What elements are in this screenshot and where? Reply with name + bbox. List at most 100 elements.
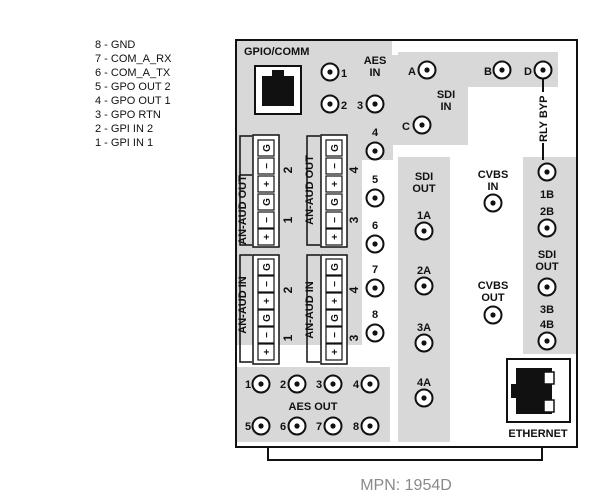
terminal-block-in-left[interactable]: G − + G − + <box>252 254 280 365</box>
aes-in-4-connector[interactable] <box>365 141 385 161</box>
cvbs-out-label: OUT <box>481 292 505 304</box>
aes-out-6-connector[interactable] <box>287 416 307 436</box>
terminal-symbol: G <box>330 198 341 206</box>
sdi-out-2a-connector[interactable] <box>414 276 434 296</box>
sdi-out-num: 2B <box>540 206 554 218</box>
an-aud-in-section: AN-AUD IN AN-AUD IN <box>237 254 320 363</box>
pinout-line: 4 - GPO OUT 1 <box>95 95 171 107</box>
aes-in-num: 1 <box>341 68 347 80</box>
terminal-symbol: − <box>330 163 341 169</box>
aes-in-num: 7 <box>372 264 378 276</box>
aes-out-num: 2 <box>280 379 286 391</box>
sdi-in-a-connector[interactable] <box>417 60 437 80</box>
pinout-line: 3 - GPO RTN <box>95 109 161 121</box>
cvbs-in-connector[interactable] <box>483 193 503 213</box>
aes-in-label: IN <box>370 67 381 79</box>
sdi-out-3a-connector[interactable] <box>414 333 434 353</box>
terminal-block-in-right[interactable]: G − + G − + <box>320 254 348 365</box>
aes-out-num: 3 <box>316 379 322 391</box>
pinout-line: 5 - GPO OUT 2 <box>95 81 171 93</box>
terminal-symbol: − <box>262 217 273 223</box>
sdi-out-4a-connector[interactable] <box>414 388 434 408</box>
aes-out-4-connector[interactable] <box>360 374 380 394</box>
terminal-symbol: G <box>262 314 273 322</box>
sdi-out-2b-connector[interactable] <box>537 218 557 238</box>
aes-out-2-connector[interactable] <box>287 374 307 394</box>
group-number: 2 <box>281 286 295 293</box>
cvbs-out-connector[interactable] <box>483 305 503 325</box>
aes-out-num: 7 <box>316 421 322 433</box>
terminal-symbol: + <box>262 234 273 240</box>
sdi-in-b-connector[interactable] <box>492 60 512 80</box>
sdi-out-3b-connector[interactable] <box>537 277 557 297</box>
group-number: 1 <box>281 334 295 341</box>
sdi-out-label: OUT <box>535 261 559 273</box>
sdi-out-label: SDI <box>538 249 556 261</box>
sdi-out-num: 1B <box>540 189 554 201</box>
group-number: 2 <box>281 166 295 173</box>
gpio-comm-label: GPIO/COMM <box>244 46 309 58</box>
cvbs-out-label: CVBS <box>478 280 509 292</box>
sdi-in-d-connector[interactable] <box>533 60 553 80</box>
terminal-symbol: + <box>330 181 341 187</box>
aes-in-num: 8 <box>372 309 378 321</box>
group-number: 3 <box>347 216 361 223</box>
sdi-out-label: SDI <box>415 171 433 183</box>
group-number: 4 <box>347 286 361 293</box>
aes-out-1-connector[interactable] <box>251 374 271 394</box>
terminal-symbol: − <box>262 332 273 338</box>
aes-out-num: 8 <box>353 421 359 433</box>
aes-in-num: 4 <box>372 127 379 139</box>
terminal-symbol: G <box>330 314 341 322</box>
aes-in-num: 6 <box>372 220 378 232</box>
gpio-rj45-port[interactable] <box>254 65 302 115</box>
sdi-in-letter: C <box>402 121 410 133</box>
an-aud-out-section: AN-AUD OUT AN-AUD OUT <box>237 135 320 246</box>
aes-out-3-connector[interactable] <box>323 374 343 394</box>
group-number: 4 <box>347 166 361 173</box>
cvbs-in-label: IN <box>488 181 499 193</box>
aes-in-6-connector[interactable] <box>365 234 385 254</box>
group-number: 3 <box>347 334 361 341</box>
aes-out-8-connector[interactable] <box>360 416 380 436</box>
aes-in-8-connector[interactable] <box>365 323 385 343</box>
sdi-out-1b-connector[interactable] <box>537 162 557 182</box>
aes-out-label: AES OUT <box>289 401 338 413</box>
terminal-symbol: G <box>330 263 341 271</box>
aes-in-5-connector[interactable] <box>365 188 385 208</box>
terminal-symbol: − <box>330 281 341 287</box>
an-aud-in-label: AN-AUD IN <box>237 276 249 333</box>
cvbs-in-label: CVBS <box>478 169 509 181</box>
aes-in-1-connector[interactable] <box>320 62 340 82</box>
sdi-out-num: 2A <box>417 265 431 277</box>
terminal-symbol: − <box>330 217 341 223</box>
aes-in-3-connector[interactable] <box>365 94 385 114</box>
sdi-out-num: 3B <box>540 304 554 316</box>
sdi-out-num: 1A <box>417 210 431 222</box>
aes-in-label: AES <box>364 55 387 67</box>
sdi-out-4b-connector[interactable] <box>537 331 557 351</box>
terminal-block-out-left[interactable]: G − + G − + <box>252 134 280 248</box>
terminal-symbol: + <box>330 298 341 304</box>
terminal-symbol: − <box>262 163 273 169</box>
group-number: 1 <box>281 216 295 223</box>
panel-foot <box>267 447 543 461</box>
terminal-block-out-right[interactable]: G − + G − + <box>320 134 348 248</box>
aes-in-2-connector[interactable] <box>320 94 340 114</box>
terminal-symbol: + <box>330 234 341 240</box>
aes-out-7-connector[interactable] <box>323 416 343 436</box>
aes-in-7-connector[interactable] <box>365 278 385 298</box>
terminal-symbol: G <box>262 144 273 152</box>
ethernet-port[interactable] <box>506 358 571 423</box>
aes-out-5-connector[interactable] <box>251 416 271 436</box>
sdi-out-num: 4A <box>417 377 431 389</box>
terminal-symbol: + <box>262 349 273 355</box>
sdi-in-c-connector[interactable] <box>412 115 432 135</box>
an-aud-out-label: AN-AUD OUT <box>304 155 316 225</box>
mpn-label: MPN: 1954D <box>360 477 452 494</box>
sdi-out-1a-connector[interactable] <box>414 221 434 241</box>
terminal-symbol: G <box>330 144 341 152</box>
sdi-in-letter: B <box>484 66 492 78</box>
sdi-in-label: SDI <box>437 89 455 101</box>
aes-out-num: 5 <box>245 421 251 433</box>
